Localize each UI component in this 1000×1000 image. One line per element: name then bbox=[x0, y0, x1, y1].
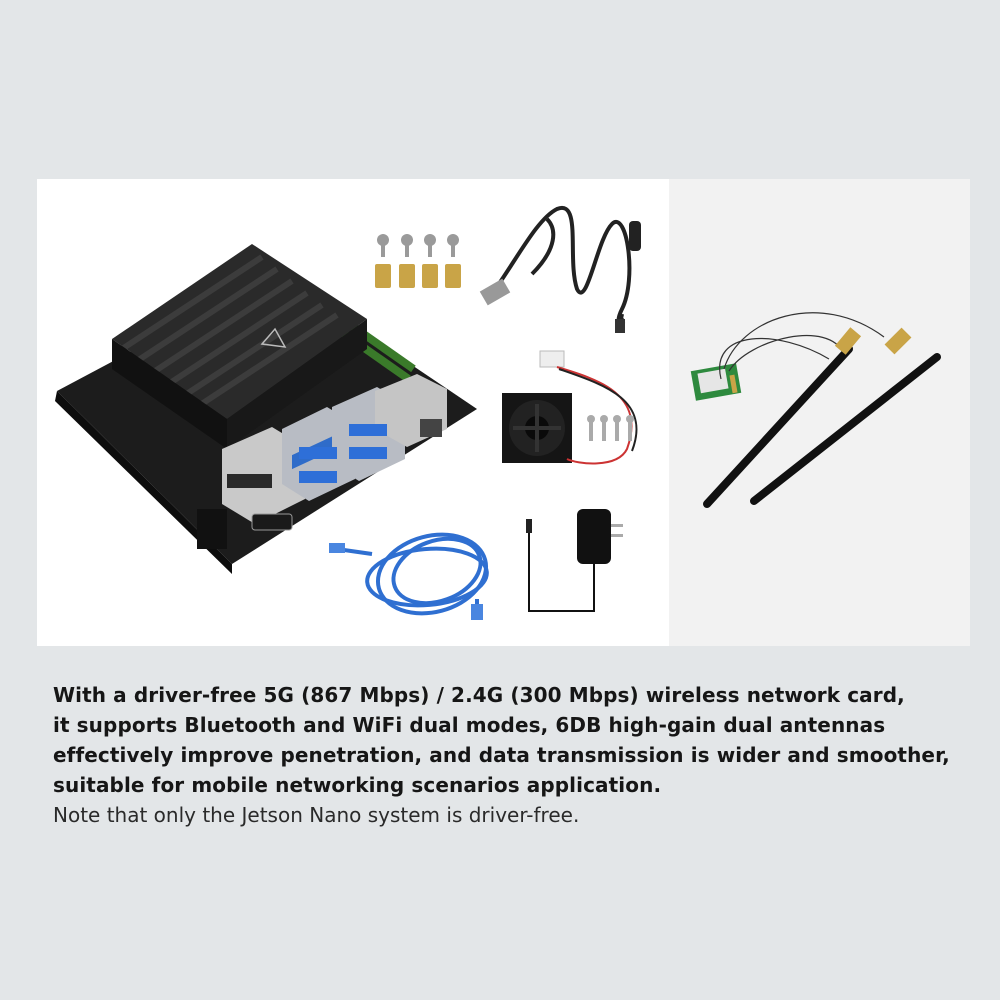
wireless-network-card bbox=[690, 363, 742, 401]
copper-standoffs bbox=[375, 264, 461, 288]
caption-line-1: With a driver-free 5G (867 Mbps) / 2.4G … bbox=[53, 683, 905, 707]
usb-ports bbox=[222, 374, 447, 531]
power-adapter bbox=[526, 509, 623, 612]
caption-line-3: effectively improve penetration, and dat… bbox=[53, 743, 950, 767]
caption-note: Note that only the Jetson Nano system is… bbox=[53, 803, 580, 827]
antenna-left bbox=[703, 327, 862, 508]
cooling-fan bbox=[502, 350, 638, 465]
usb-micro-usb-cable bbox=[490, 205, 632, 330]
jetson-nano-board bbox=[55, 244, 477, 574]
caption-line-4: suitable for mobile networking scenarios… bbox=[53, 773, 662, 797]
product-caption: With a driver-free 5G (867 Mbps) / 2.4G … bbox=[53, 680, 953, 830]
product-photo bbox=[55, 205, 641, 620]
fan-screws bbox=[587, 415, 634, 441]
antenna-photo-panel bbox=[669, 179, 970, 646]
antenna-photo bbox=[690, 312, 941, 508]
mounting-screws bbox=[377, 234, 459, 257]
antenna-right bbox=[750, 327, 941, 505]
product-photo-panel bbox=[37, 179, 669, 646]
caption-line-2: it supports Bluetooth and WiFi dual mode… bbox=[53, 713, 886, 737]
